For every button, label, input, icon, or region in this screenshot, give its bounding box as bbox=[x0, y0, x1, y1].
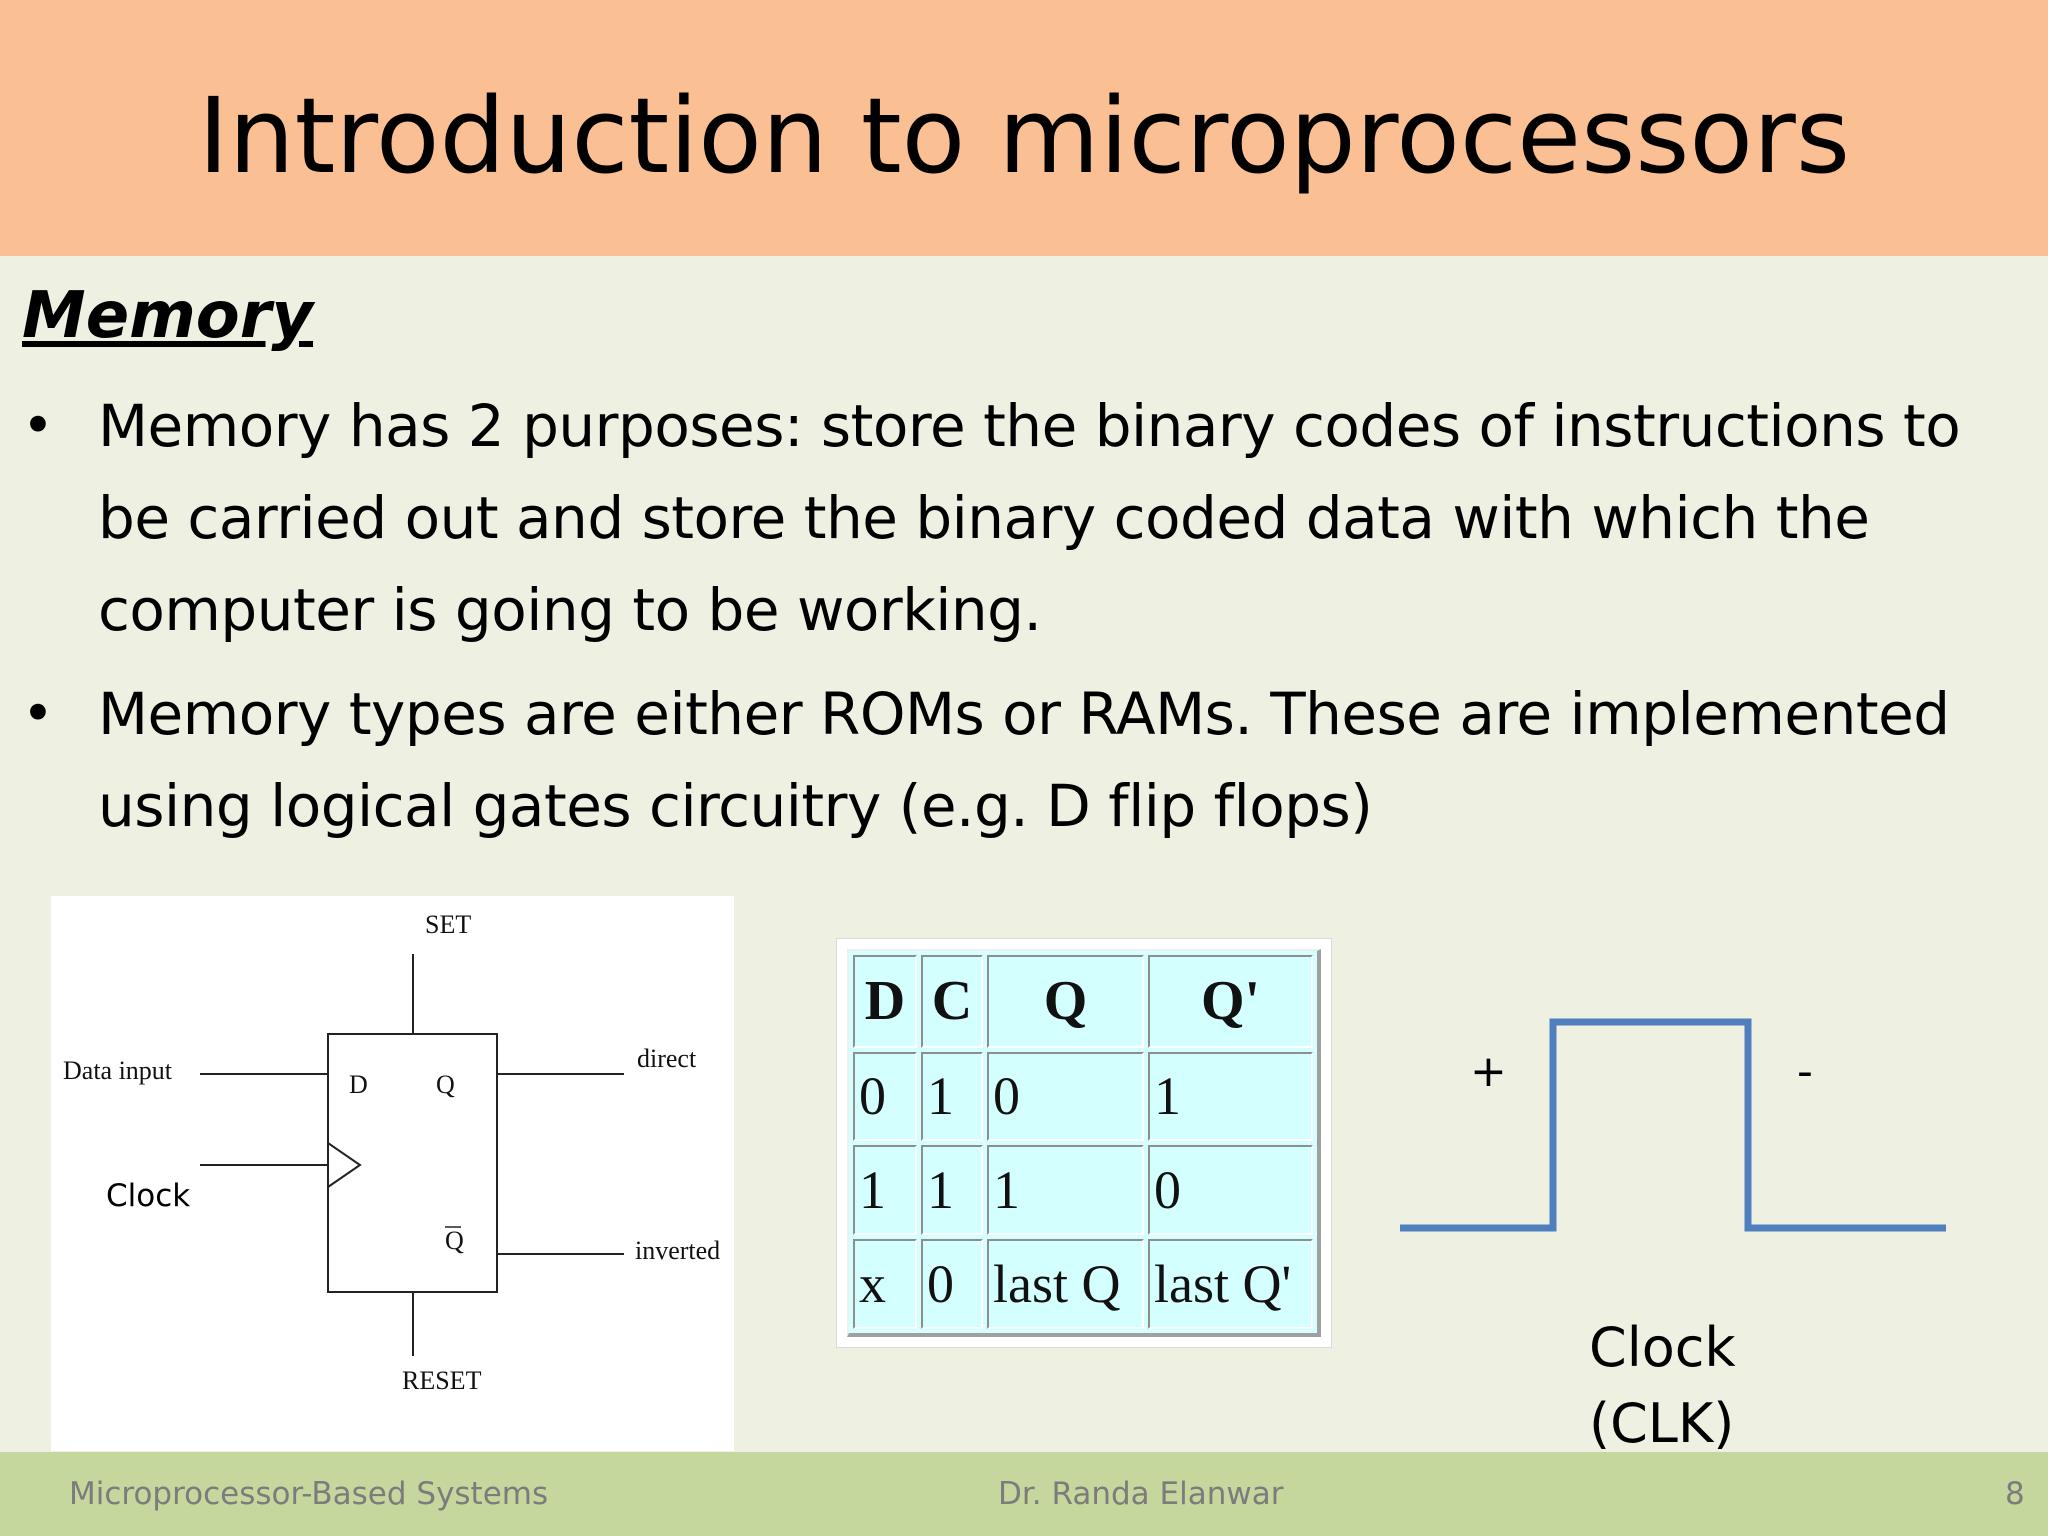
bullet-item: • Memory has 2 purposes: store the binar… bbox=[22, 380, 2032, 656]
header-c: C bbox=[921, 955, 983, 1048]
table-cell: last Q bbox=[987, 1239, 1144, 1329]
bullet-dot: • bbox=[22, 682, 54, 745]
flipflop-diagram: SET RESET Data input D Q Q direct invert… bbox=[51, 896, 734, 1451]
pin-q-label: Q bbox=[436, 1070, 455, 1099]
clock-input-label: Clock bbox=[106, 1178, 191, 1214]
pin-qbar-label: Q bbox=[445, 1226, 464, 1255]
table-row: x 0 last Q last Q' bbox=[853, 1239, 1313, 1329]
bullet-dot: • bbox=[22, 394, 54, 457]
section-heading: Memory bbox=[22, 279, 314, 353]
clock-caption: Clock (CLK) bbox=[1589, 1310, 1789, 1462]
table-cell: 0 bbox=[1148, 1145, 1313, 1236]
table-cell: last Q' bbox=[1148, 1239, 1313, 1329]
data-input-label: Data input bbox=[63, 1056, 173, 1085]
table-cell: 1 bbox=[921, 1145, 983, 1236]
direct-label: direct bbox=[637, 1044, 697, 1073]
bullet-text: Memory types are either ROMs or RAMs. Th… bbox=[98, 680, 1950, 840]
table-cell: 1 bbox=[853, 1145, 917, 1236]
header-qprime: Q' bbox=[1148, 955, 1313, 1048]
title-bar: Introduction to microprocessors bbox=[0, 0, 2048, 256]
table-cell: 1 bbox=[1148, 1051, 1313, 1142]
table-row: 0 1 0 1 bbox=[853, 1051, 1313, 1142]
negative-edge-label: - bbox=[1797, 1046, 1813, 1097]
clock-waveform bbox=[1400, 1018, 1946, 1232]
truth-table: D C Q Q' 0 1 0 1 1 1 1 0 x 0 last Q last… bbox=[847, 949, 1321, 1337]
truth-table-panel: D C Q Q' 0 1 0 1 1 1 1 0 x 0 last Q last… bbox=[836, 938, 1332, 1348]
footer-author: Dr. Randa Elanwar bbox=[998, 1476, 1284, 1512]
inverted-label: inverted bbox=[635, 1236, 721, 1265]
footer-course: Microprocessor-Based Systems bbox=[69, 1476, 549, 1512]
bullet-text: Memory has 2 purposes: store the binary … bbox=[98, 392, 1961, 644]
header-q: Q bbox=[987, 955, 1144, 1048]
table-cell: 1 bbox=[987, 1145, 1144, 1236]
page-number: 8 bbox=[2005, 1476, 2025, 1512]
clock-pulse-line bbox=[1400, 1018, 1946, 1232]
bullet-item: • Memory types are either ROMs or RAMs. … bbox=[22, 668, 2032, 852]
table-cell: x bbox=[853, 1239, 917, 1329]
flipflop-schematic bbox=[200, 954, 624, 1356]
positive-edge-label: + bbox=[1470, 1046, 1507, 1097]
table-cell: 0 bbox=[853, 1051, 917, 1142]
table-cell: 0 bbox=[987, 1051, 1144, 1142]
clock-caption-line2: (CLK) bbox=[1589, 1392, 1735, 1455]
set-label: SET bbox=[425, 910, 472, 939]
reset-label: RESET bbox=[402, 1366, 482, 1395]
footer-bar: Microprocessor-Based Systems Dr. Randa E… bbox=[0, 1452, 2048, 1536]
table-cell: 1 bbox=[921, 1051, 983, 1142]
slide-title: Introduction to microprocessors bbox=[197, 75, 1850, 197]
pin-d-label: D bbox=[349, 1070, 368, 1099]
header-d: D bbox=[853, 955, 917, 1048]
clock-caption-line1: Clock bbox=[1589, 1316, 1736, 1379]
truth-table-header-row: D C Q Q' bbox=[853, 955, 1313, 1048]
table-cell: 0 bbox=[921, 1239, 983, 1329]
bullet-list: • Memory has 2 purposes: store the binar… bbox=[22, 380, 2032, 864]
table-row: 1 1 1 0 bbox=[853, 1145, 1313, 1236]
clock-triangle bbox=[327, 1142, 362, 1188]
